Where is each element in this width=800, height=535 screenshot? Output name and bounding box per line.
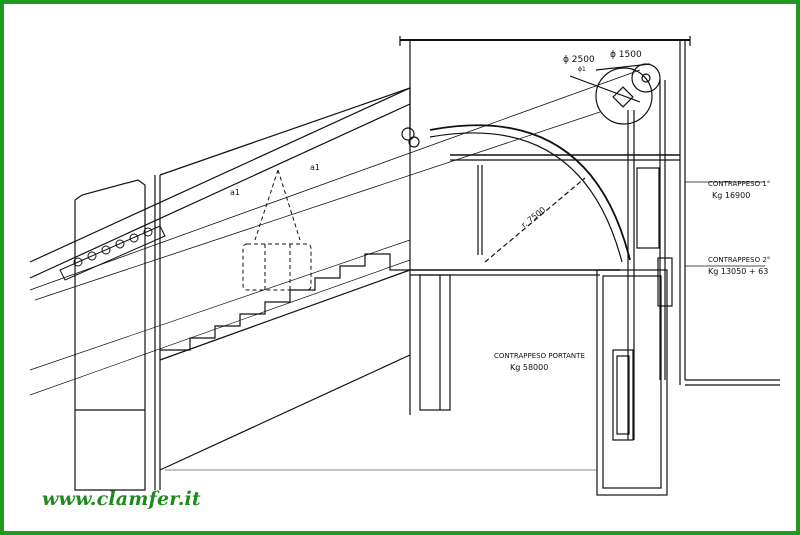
sheaves (401, 63, 661, 148)
curved-rail (429, 124, 631, 263)
cw3-title: CONTRAPPESO PORTANTE (494, 352, 585, 360)
radius-label: r. 7500 (520, 205, 548, 229)
angle-label-2: a1 (310, 163, 320, 172)
phi-sub-label: ϕ1 (578, 66, 586, 73)
car-rollers (59, 225, 166, 281)
station-building (165, 36, 780, 496)
cw1-weight: Kg 16900 (712, 191, 750, 200)
dashed-cabin (242, 169, 312, 291)
staircase (29, 239, 411, 471)
left-pillar (74, 175, 161, 491)
watermark: www.clamfer.it (42, 488, 201, 510)
cw2-title: CONTRAPPESO 2° (708, 256, 770, 264)
cw1-title: CONTRAPPESO 1° (708, 180, 770, 188)
angle-label-1: a1 (230, 188, 240, 197)
phi-1500-label: ϕ 1500 (610, 50, 642, 60)
cw2-weight: Kg 13050 + 63 (708, 267, 768, 276)
phi-2500-label: ϕ 2500 (563, 55, 595, 65)
cw3-weight: Kg 58000 (510, 363, 548, 372)
counterweight-guides (612, 80, 673, 441)
leaders (685, 181, 765, 267)
